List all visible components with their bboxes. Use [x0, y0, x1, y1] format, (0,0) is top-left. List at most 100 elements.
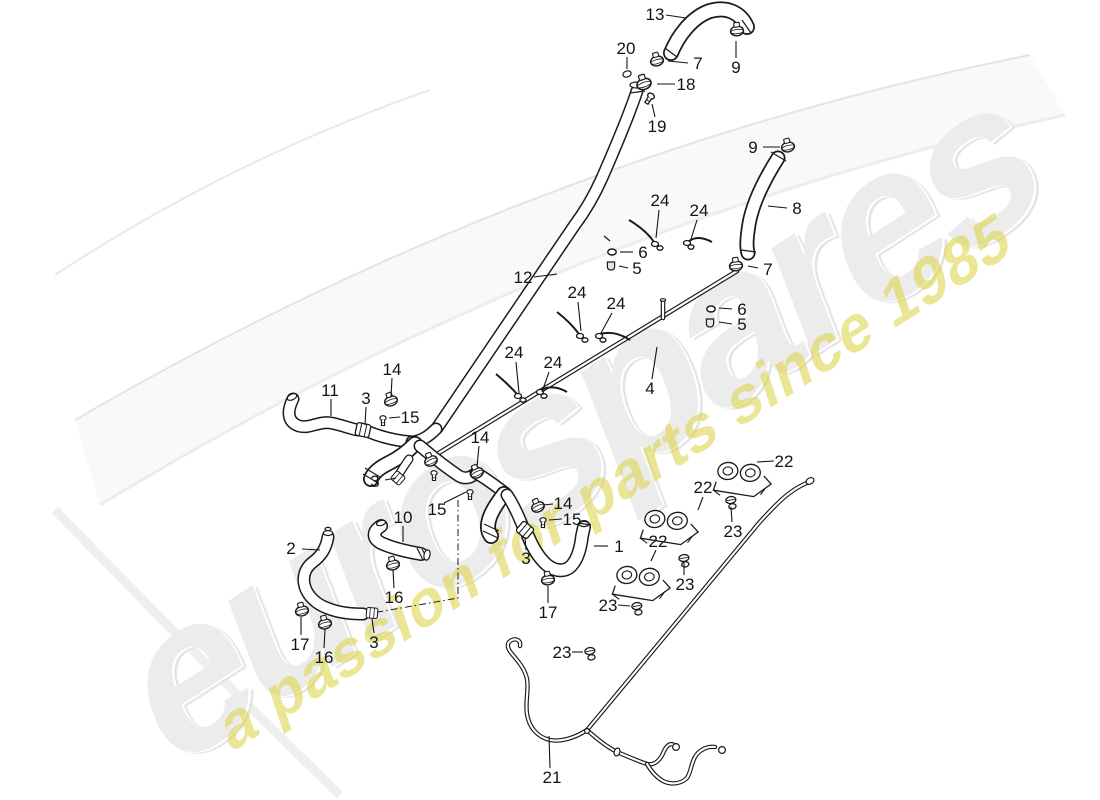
callout-number-13: 13 [646, 5, 665, 24]
callout-number-21: 21 [543, 768, 562, 787]
swoosh-line-hood [54, 89, 431, 276]
callout-leader-24 [600, 312, 613, 334]
callout-number-23: 23 [676, 575, 695, 594]
callout-leader-5 [618, 265, 629, 269]
hose-10 [367, 519, 431, 561]
hose-2-end-cap [322, 529, 334, 537]
hose-11-end-cap [286, 393, 298, 401]
callout-leader-24 [577, 301, 582, 332]
callout-number-3: 3 [361, 389, 370, 408]
callout-number-22: 22 [775, 452, 794, 471]
callout-number-24: 24 [505, 343, 524, 362]
callout-number-15: 15 [563, 510, 582, 529]
callout-number-14: 14 [471, 428, 490, 447]
connector-3d [365, 606, 379, 620]
callout-leader-23 [617, 604, 631, 607]
clamp-7a [647, 50, 666, 69]
bolt-15a [379, 415, 387, 427]
callout-number-23: 23 [553, 643, 572, 662]
callout-number-11: 11 [321, 381, 339, 400]
hose-13 [663, 1, 755, 61]
callout-leader-4 [651, 346, 658, 380]
callout-number-23: 23 [724, 522, 743, 541]
callout-number-17: 17 [291, 635, 310, 654]
callout-number-22: 22 [694, 478, 713, 497]
clamp-17a [292, 600, 311, 619]
callout-number-3: 3 [521, 549, 530, 568]
callout-number-9: 9 [731, 58, 740, 77]
ring-6a [607, 248, 617, 256]
callout-leader-23 [730, 506, 733, 523]
callout-leader-2 [301, 548, 321, 551]
callout-number-5: 5 [737, 315, 746, 334]
bolt-15c [539, 517, 547, 529]
screw-19 [642, 91, 657, 106]
clamp-9b [778, 136, 797, 154]
bracket-22c [608, 560, 673, 607]
callout-leader-6 [718, 307, 733, 310]
callout-leader-21 [548, 735, 551, 769]
callout-number-19: 19 [648, 117, 667, 136]
clip-23c [630, 601, 644, 617]
callout-number-24: 24 [690, 201, 709, 220]
clip-23d [583, 646, 597, 662]
pins-24 [495, 219, 713, 403]
callout-number-20: 20 [617, 39, 636, 58]
callout-leader-14 [476, 445, 480, 468]
hose-2 [297, 526, 370, 621]
ring-6b [706, 305, 716, 313]
callout-number-5: 5 [632, 259, 641, 278]
callout-leader-24 [655, 209, 660, 239]
callout-number-3: 3 [369, 633, 378, 652]
clamp-16a [383, 554, 402, 573]
callout-number-17: 17 [539, 603, 558, 622]
callout-number-14: 14 [383, 360, 402, 379]
callout-leader-3 [384, 477, 397, 481]
bracket-22b [636, 504, 701, 551]
callout-leader-13 [665, 14, 687, 19]
connector-3a [354, 421, 372, 439]
pipe-21-fitting [613, 747, 621, 757]
callout-leader-7 [667, 60, 689, 64]
pipe-4 [426, 268, 740, 462]
swoosh-band [75, 55, 1065, 505]
callout-leader-8 [767, 205, 788, 209]
callout-number-24: 24 [568, 283, 587, 302]
callout-number-3: 3 [370, 472, 379, 491]
callout-number-24: 24 [651, 191, 670, 210]
callout-number-7: 7 [763, 260, 772, 279]
callout-leader-24 [690, 219, 698, 240]
callout-number-6: 6 [638, 243, 647, 262]
grommet-5a [606, 261, 616, 271]
swoosh-line-corner [51, 506, 344, 799]
callout-leader-15 [443, 491, 467, 504]
callout-leader-15 [548, 518, 563, 521]
callout-leader-7 [747, 265, 759, 269]
callout-number-2: 2 [286, 539, 295, 558]
callout-leader-16 [392, 569, 395, 589]
callout-leader-5 [718, 321, 733, 325]
hose-11-assembly [282, 392, 530, 544]
callout-leader-19 [651, 103, 656, 118]
callout-number-8: 8 [792, 199, 801, 218]
callout-leader-16 [323, 628, 326, 649]
callout-leader-22 [756, 460, 775, 463]
callout-number-15: 15 [401, 408, 420, 427]
bolt-15x [430, 470, 438, 482]
callout-number-24: 24 [544, 353, 563, 372]
callout-leader-3 [364, 406, 367, 426]
pipe-21 [505, 477, 815, 786]
callout-number-1: 1 [614, 537, 623, 556]
grommet-5b [705, 318, 715, 328]
callout-number-14: 14 [554, 494, 573, 513]
callout-number-23: 23 [599, 596, 618, 615]
callout-leader-12 [533, 273, 558, 278]
hose-10-end-cap [375, 519, 387, 527]
callout-number-16: 16 [315, 648, 334, 667]
pipe-21-fitting [805, 477, 815, 485]
hose-1 [521, 520, 592, 578]
pipe-21-fitting [717, 745, 726, 754]
